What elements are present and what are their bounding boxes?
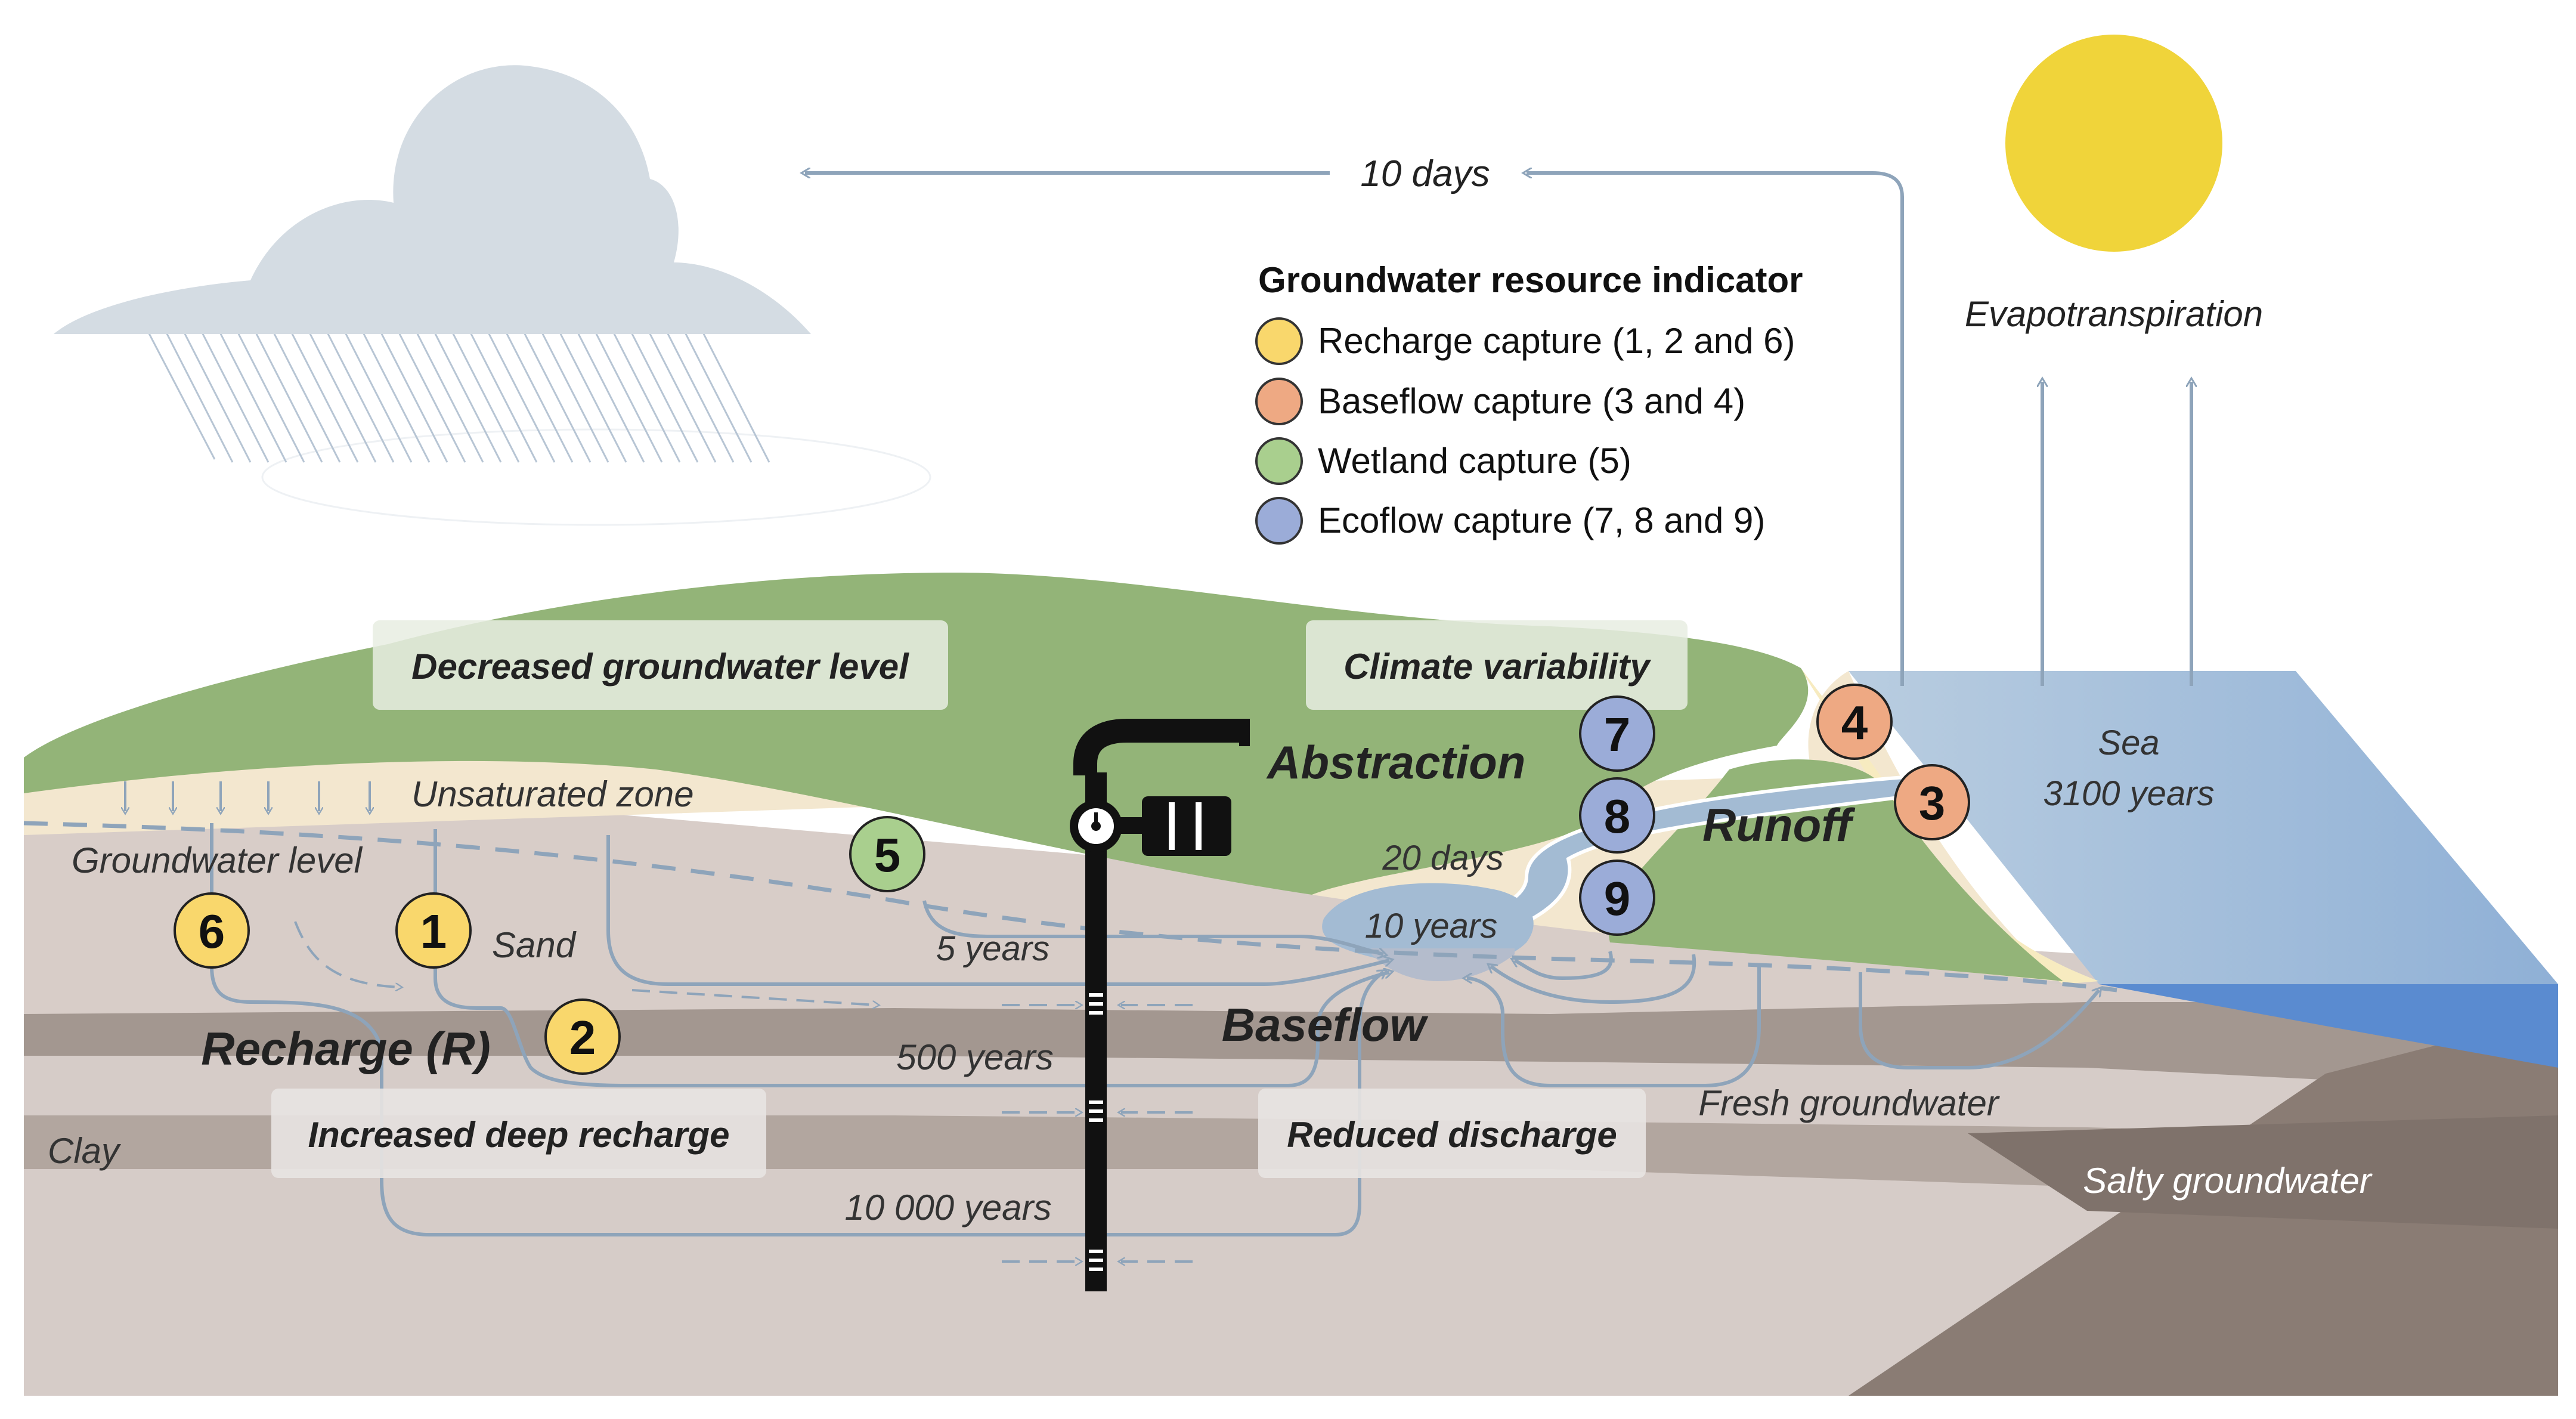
flow-path-1 xyxy=(434,829,1389,1087)
legend-label-ecoflow: Ecoflow capture (7, 8 and 9) xyxy=(1318,500,1765,540)
label-decreased-gw: Decreased groundwater level xyxy=(411,647,909,687)
label-ten-thousand-years: 10 000 years xyxy=(845,1188,1052,1228)
svg-text:6: 6 xyxy=(199,905,225,958)
infiltration-arrows xyxy=(125,781,370,811)
flow-paths xyxy=(210,823,2099,1236)
sea xyxy=(1849,671,2558,1068)
legend-swatch-ecoflow xyxy=(1255,497,1303,545)
legend-item-ecoflow: Ecoflow capture (7, 8 and 9) xyxy=(1255,497,1765,545)
pump-icon xyxy=(1070,796,1231,856)
marker-3: 3 xyxy=(1894,764,1970,840)
svg-text:4: 4 xyxy=(1841,696,1868,749)
flow-path-near xyxy=(922,900,1383,954)
abstraction-well xyxy=(1070,719,1250,1291)
clay-band-upper xyxy=(24,1002,2558,1092)
label-evapotranspiration: Evapotranspiration xyxy=(1965,294,2263,334)
sea-surface xyxy=(1849,671,2558,984)
legend-title: Groundwater resource indicator xyxy=(1258,260,1803,300)
reduced-discharge-box xyxy=(1258,1089,1646,1178)
sand-layer xyxy=(24,763,2558,1074)
label-climate-variability: Climate variability xyxy=(1343,647,1651,687)
legend-label-wetland: Wetland capture (5) xyxy=(1318,441,1631,481)
legend-swatch-baseflow xyxy=(1255,378,1303,425)
legend-swatch-wetland xyxy=(1255,437,1303,485)
decreased-gw-box xyxy=(373,620,948,710)
sea-deep-edge xyxy=(2099,984,2558,1068)
dashed-arrow-2 xyxy=(631,989,877,1005)
svg-text:9: 9 xyxy=(1604,872,1631,925)
label-reduced-discharge: Reduced discharge xyxy=(1287,1115,1617,1155)
flow-path-short xyxy=(1491,954,1696,1004)
legend-item-baseflow: Baseflow capture (3 and 4) xyxy=(1255,378,1745,425)
label-recharge: Recharge (R) xyxy=(201,1022,490,1075)
label-sand: Sand xyxy=(492,925,577,965)
flow-path-small xyxy=(1515,951,1613,981)
svg-text:2: 2 xyxy=(569,1011,596,1064)
legend: Groundwater resource indicator Recharge … xyxy=(1255,260,1803,545)
dashed-arrow-1 xyxy=(294,921,400,987)
label-five-hundred-years: 500 years xyxy=(896,1037,1054,1077)
svg-text:5: 5 xyxy=(874,828,901,882)
indicator-markers: 1 2 3 4 5 6 7 8 xyxy=(174,684,1970,1075)
svg-text:8: 8 xyxy=(1604,790,1631,843)
label-clay: Clay xyxy=(48,1131,122,1171)
svg-text:1: 1 xyxy=(420,905,447,958)
marker-5: 5 xyxy=(849,816,925,892)
label-runoff: Runoff xyxy=(1702,799,1856,851)
label-sea: Sea xyxy=(2098,724,2159,762)
marker-1: 1 xyxy=(395,892,472,969)
salty-band xyxy=(1968,1115,2558,1229)
label-salty-groundwater: Salty groundwater xyxy=(2083,1161,2373,1201)
label-abstraction: Abstraction xyxy=(1266,736,1525,789)
marker-7: 7 xyxy=(1579,695,1655,772)
cloud-shadow xyxy=(261,428,931,526)
label-ten-days: 10 days xyxy=(1360,153,1490,194)
label-five-years: 5 years xyxy=(936,929,1049,968)
label-sea-years: 3100 years xyxy=(2044,774,2215,813)
flow-path-sea xyxy=(1859,972,2099,1069)
label-fresh-groundwater: Fresh groundwater xyxy=(1698,1083,2000,1123)
marker-6: 6 xyxy=(174,892,250,969)
flow-path-6 xyxy=(210,823,1383,1236)
label-groundwater-level: Groundwater level xyxy=(72,840,363,880)
label-twenty-days: 20 days xyxy=(1382,839,1503,877)
label-unsaturated-zone: Unsaturated zone xyxy=(411,774,694,814)
climate-variability-box xyxy=(1306,620,1688,710)
legend-label-recharge: Recharge capture (1, 2 and 6) xyxy=(1318,321,1795,361)
well-pipe xyxy=(1085,772,1107,1291)
marker-2: 2 xyxy=(544,998,621,1075)
sun xyxy=(2005,35,2222,252)
well-outlet xyxy=(1239,719,1250,746)
rain-cloud xyxy=(54,65,931,526)
flow-path-5yr xyxy=(606,835,1389,986)
legend-swatch-recharge xyxy=(1255,317,1303,365)
legend-item-recharge: Recharge capture (1, 2 and 6) xyxy=(1255,317,1795,365)
marker-4: 4 xyxy=(1816,684,1893,760)
marker-9: 9 xyxy=(1579,860,1655,936)
flow-path-fresh xyxy=(1467,966,1761,1087)
svg-text:7: 7 xyxy=(1604,708,1631,761)
svg-text:3: 3 xyxy=(1919,777,1946,830)
label-ten-years: 10 years xyxy=(1365,907,1497,945)
atmosphere-arrows xyxy=(805,173,2191,686)
label-increased-deep-recharge: Increased deep recharge xyxy=(308,1115,729,1155)
evaporation-arrow xyxy=(1527,173,1904,686)
label-baseflow: Baseflow xyxy=(1222,998,1429,1051)
cloud-body xyxy=(54,65,811,334)
labels: 10 days Evapotranspiration Sea 3100 year… xyxy=(48,153,2373,1228)
marker-8: 8 xyxy=(1579,777,1655,854)
well-head xyxy=(1073,719,1246,775)
increased-deep-recharge-box xyxy=(271,1089,766,1178)
dashed-flow-arrows xyxy=(294,921,1193,1262)
well-screens xyxy=(1089,993,1103,1271)
legend-label-baseflow: Baseflow capture (3 and 4) xyxy=(1318,381,1745,421)
legend-item-wetland: Wetland capture (5) xyxy=(1255,437,1631,485)
rain-lines xyxy=(142,321,770,463)
